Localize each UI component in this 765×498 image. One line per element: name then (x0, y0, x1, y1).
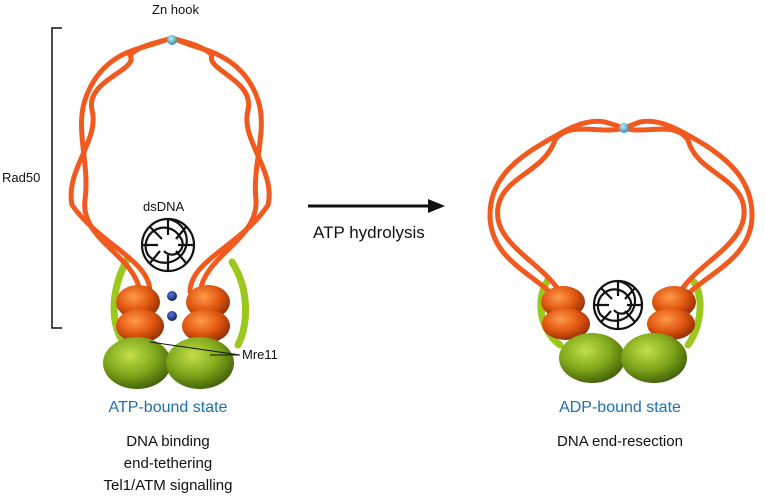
rad50-coil-right-b (169, 35, 272, 295)
atp-bound-state-title: ATP-bound state (109, 399, 228, 416)
mre11-linker-right (228, 258, 249, 349)
dsdna-label: dsDNA (143, 199, 185, 214)
rad50-head-left-bottom (116, 309, 164, 343)
atp-function-1: DNA binding (126, 433, 209, 450)
atp-function-2: end-tethering (124, 455, 212, 472)
zn-hook-right (619, 123, 629, 133)
atp-function-3: Tel1/ATM signalling (104, 477, 233, 494)
adp-bound-state-title: ADP-bound state (559, 399, 681, 416)
zn-hook-left (167, 35, 177, 45)
rad50-label: Rad50 (2, 170, 40, 185)
mre11-linker-left (110, 254, 132, 349)
rad50-coil-ring-left-a (487, 118, 627, 295)
atp-bound-complex (51, 27, 272, 389)
adp-function-1: DNA end-resection (557, 433, 683, 450)
atp-molecule-bottom (167, 311, 177, 321)
dsdna-right (592, 279, 644, 331)
rad50-head-right-bottom-2 (647, 308, 695, 340)
dsdna-left (140, 217, 196, 273)
transition-arrow (308, 199, 445, 213)
zn-hook-label: Zn hook (152, 2, 199, 17)
rad50-coil-left-b (68, 35, 175, 295)
adp-bound-complex (487, 118, 755, 383)
rad50-coil-ring-left-b (495, 125, 627, 295)
atp-hydrolysis-label: ATP hydrolysis (313, 223, 425, 242)
mre11-left-lobe (103, 337, 171, 389)
mre11-right-lobe-2 (621, 333, 687, 383)
rad50-head-left-bottom-2 (542, 308, 590, 340)
mre11-pointer-lines (149, 341, 241, 356)
mre11-right-lobe (166, 337, 234, 389)
mre11-label: Mre11 (242, 347, 278, 362)
rad50-coil-ring-right-a (621, 118, 755, 295)
mre11-left-lobe-2 (559, 333, 625, 383)
atp-molecule-top (167, 291, 177, 301)
rad50-coil-ring-right-b (621, 125, 747, 295)
rad50-head-right-bottom (182, 309, 230, 343)
rad50-bracket (51, 27, 62, 329)
